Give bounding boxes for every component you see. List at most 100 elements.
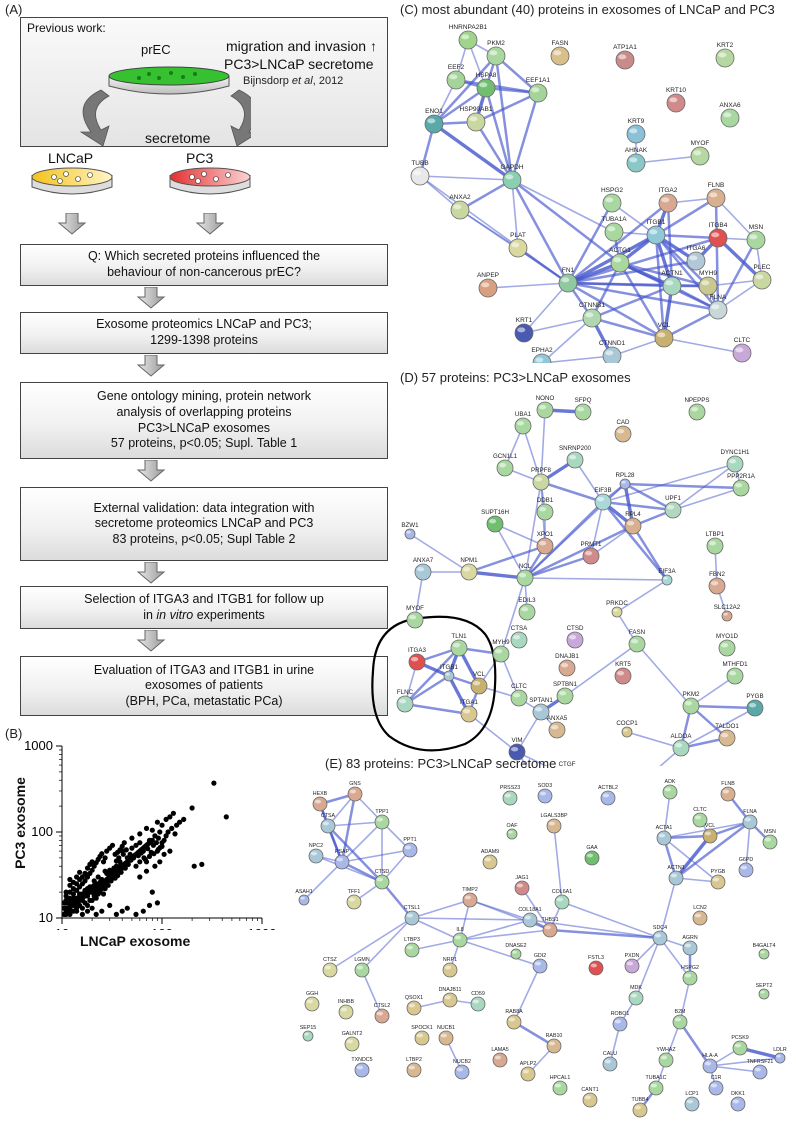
protein-node[interactable] [708,577,726,595]
protein-node[interactable] [746,230,766,250]
protein-node[interactable] [344,1036,360,1052]
protein-node[interactable] [604,222,624,242]
protein-node[interactable] [476,78,496,98]
protein-node[interactable] [516,569,534,587]
protein-node[interactable] [442,992,458,1008]
protein-node[interactable] [672,1014,688,1030]
protein-node[interactable] [470,677,488,695]
protein-node[interactable] [402,842,418,858]
protein-node[interactable] [718,729,736,747]
protein-node[interactable] [594,493,612,511]
protein-node[interactable] [611,606,623,618]
protein-node[interactable] [404,528,416,540]
protein-node[interactable] [414,563,432,581]
protein-node[interactable] [522,912,538,928]
protein-node[interactable] [518,603,536,621]
protein-node[interactable] [758,948,770,960]
protein-node[interactable] [374,814,390,830]
protein-node[interactable] [720,108,740,128]
protein-node[interactable] [702,1058,718,1074]
protein-node[interactable] [510,689,528,707]
protein-node[interactable] [443,670,455,682]
protein-node[interactable] [556,687,574,705]
protein-node[interactable] [532,958,548,974]
protein-node[interactable] [632,1102,648,1118]
protein-node[interactable] [312,796,328,812]
protein-node[interactable] [502,790,518,806]
protein-node[interactable] [466,112,486,132]
protein-node[interactable] [692,812,708,828]
protein-node[interactable] [582,308,602,328]
protein-node[interactable] [762,834,778,850]
protein-node[interactable] [492,1052,508,1068]
protein-node[interactable] [408,653,426,671]
protein-node[interactable] [732,479,750,497]
protein-node[interactable] [612,1016,628,1032]
protein-node[interactable] [514,417,532,435]
protein-node[interactable] [602,193,622,213]
protein-node[interactable] [347,786,363,802]
protein-node[interactable] [446,70,466,90]
protein-node[interactable] [502,170,522,190]
protein-node[interactable] [532,473,550,491]
protein-node[interactable] [550,46,570,66]
protein-node[interactable] [542,922,558,938]
protein-node[interactable] [334,854,350,870]
protein-node[interactable] [718,639,736,657]
protein-node[interactable] [646,225,666,245]
protein-node[interactable] [656,830,672,846]
protein-node[interactable] [715,48,735,68]
protein-node[interactable] [624,517,642,535]
protein-node[interactable] [666,93,686,113]
protein-node[interactable] [668,870,684,886]
protein-node[interactable] [482,854,498,870]
protein-node[interactable] [758,988,770,1000]
protein-node[interactable] [322,962,338,978]
protein-node[interactable] [710,874,726,890]
protein-node[interactable] [486,515,504,533]
protein-node[interactable] [346,894,362,910]
protein-node[interactable] [614,667,632,685]
protein-node[interactable] [454,1064,470,1080]
protein-node[interactable] [354,962,370,978]
protein-node[interactable] [546,818,562,834]
protein-node[interactable] [532,703,550,721]
protein-node[interactable] [602,346,622,363]
protein-node[interactable] [628,990,644,1006]
protein-node[interactable] [452,932,468,948]
protein-node[interactable] [508,238,528,258]
protein-node[interactable] [506,1014,522,1030]
protein-node[interactable] [510,948,522,960]
protein-node[interactable] [610,253,630,273]
protein-node[interactable] [406,1000,422,1016]
protein-node[interactable] [721,610,733,622]
protein-node[interactable] [654,328,674,348]
protein-node[interactable] [626,153,646,173]
protein-node[interactable] [396,695,414,713]
protein-node[interactable] [566,631,584,649]
protein-node[interactable] [414,1030,430,1046]
protein-node[interactable] [582,1092,598,1108]
protein-node[interactable] [354,1062,370,1078]
protein-node[interactable] [460,705,478,723]
protein-node[interactable] [682,940,698,956]
protein-node[interactable] [706,188,726,208]
protein-node[interactable] [528,83,548,103]
protein-node[interactable] [442,962,458,978]
protein-node[interactable] [698,276,718,296]
protein-node[interactable] [600,790,616,806]
protein-node[interactable] [552,1080,568,1096]
protein-node[interactable] [732,1040,748,1056]
protein-node[interactable] [537,788,553,804]
protein-node[interactable] [584,850,600,866]
protein-node[interactable] [688,403,706,421]
protein-node[interactable] [554,894,570,910]
protein-node[interactable] [614,425,632,443]
protein-node[interactable] [536,401,554,419]
protein-node[interactable] [574,403,592,421]
protein-node[interactable] [424,114,444,134]
protein-node[interactable] [478,278,498,298]
protein-node[interactable] [684,1096,700,1112]
protein-node[interactable] [662,784,678,800]
protein-node[interactable] [514,880,530,896]
